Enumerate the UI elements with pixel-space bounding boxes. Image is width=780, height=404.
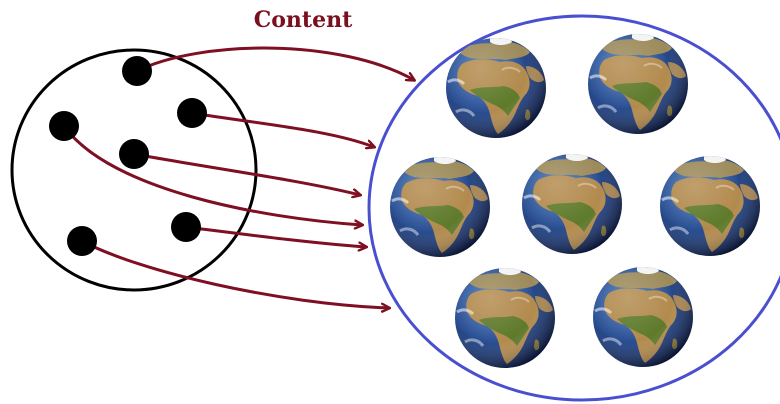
mapping-arrow	[80, 239, 389, 308]
left-set-circle	[10, 48, 258, 292]
earth-globe-icon	[660, 154, 760, 256]
set-element-dot	[122, 56, 152, 86]
mapping-arrow	[132, 152, 360, 195]
set-element-dot	[67, 226, 97, 256]
mapping-arrow	[184, 225, 366, 247]
mapping-arrow	[190, 111, 374, 147]
diagram-title: Content	[254, 7, 353, 33]
earth-globe-icon	[455, 266, 555, 368]
earth-globe-icon	[390, 155, 490, 257]
left-set-elements	[49, 56, 207, 256]
earth-globe-icon	[588, 32, 688, 134]
set-element-dot	[177, 98, 207, 128]
set-element-dot	[119, 139, 149, 169]
earth-globe-icon	[522, 152, 622, 254]
mapping-arrow	[62, 124, 362, 225]
mapping-arrows	[62, 46, 414, 308]
mapping-arrow	[135, 46, 414, 80]
set-element-dot	[171, 212, 201, 242]
right-set-ellipse	[367, 14, 780, 402]
set-element-dot	[49, 111, 79, 141]
earth-globe-icon	[593, 265, 693, 367]
right-set-elements	[390, 32, 760, 368]
